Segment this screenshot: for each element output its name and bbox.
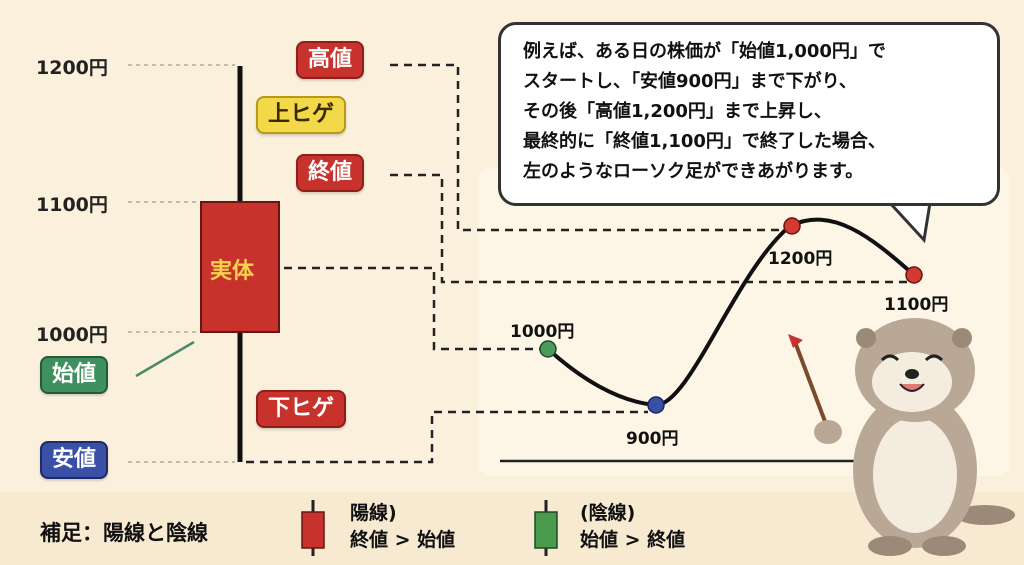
- point-label-high: 1200円: [768, 249, 833, 269]
- candle-body: [200, 201, 280, 333]
- point-low: [647, 396, 665, 414]
- bubble-line: スタートし、「安値900円」まで下がり、: [523, 71, 857, 92]
- otter-tail: [955, 505, 1015, 525]
- bubble-line: その後「高値1,200円」まで上昇し、: [523, 101, 832, 122]
- upper-wick-tag: 上ヒゲ: [256, 96, 347, 134]
- otter-foot-left: [868, 536, 912, 556]
- point-label-open: 1000円: [510, 322, 575, 342]
- bearish-candle-body: [534, 511, 558, 549]
- explanation-bubble: 例えば、ある日の株価が「始値1,000円」で スタートし、「安値900円」まで下…: [498, 22, 1000, 206]
- pointer-tip: [788, 334, 803, 348]
- axis-label-1200: 1200円: [36, 57, 108, 79]
- supplement-title: 補足：陽線と陰線: [40, 521, 208, 545]
- point-label-low: 900円: [626, 429, 679, 449]
- bubble-line: 例えば、ある日の株価が「始値1,000円」で: [523, 41, 886, 62]
- price-path-line: [546, 217, 916, 408]
- otter-eye-right: [924, 354, 944, 362]
- otter-foot-right: [922, 536, 966, 556]
- bullish-candle-icon: [301, 500, 325, 556]
- body-label: 実体: [210, 259, 255, 284]
- otter-mouth: [899, 383, 925, 392]
- bubble-tail: [886, 201, 932, 244]
- connector-close: [390, 173, 908, 284]
- connector-high: [390, 63, 784, 232]
- otter-nose: [905, 369, 919, 379]
- otter-ear-right: [952, 328, 972, 348]
- bubble-line: 左のようなローソク足ができあがります。: [523, 161, 864, 182]
- axis-label-1000: 1000円: [36, 324, 108, 346]
- connector-body: [284, 266, 540, 351]
- bearish-label: (陰線) 始値 > 終値: [580, 500, 685, 554]
- otter-face: [872, 352, 952, 412]
- point-label-close: 1100円: [884, 295, 949, 315]
- bearish-name: (陰線): [580, 502, 636, 524]
- bubble-line: 最終的に「終値1,100円」で終了した場合、: [523, 131, 886, 152]
- bearish-rule: 始値 > 終値: [580, 529, 686, 551]
- open-tag: 始値: [40, 356, 109, 394]
- high-tag: 高値: [296, 41, 365, 79]
- open-leader-line: [135, 340, 195, 378]
- connector-low: [246, 410, 648, 464]
- otter-belly: [873, 417, 957, 533]
- supplement-panel: [0, 492, 1024, 565]
- bullish-candle-body: [301, 511, 325, 549]
- bullish-rule: 終値 > 始値: [350, 529, 456, 551]
- point-close: [905, 266, 923, 284]
- otter-ear-left: [856, 328, 876, 348]
- close-tag: 終値: [296, 154, 365, 192]
- otter-mascot-icon: [788, 318, 1015, 556]
- otter-paw-left: [814, 420, 842, 444]
- otter-eye-left: [880, 354, 900, 362]
- bearish-candle-icon: [534, 500, 558, 556]
- axis-label-1100: 1100円: [36, 194, 108, 216]
- bullish-label: 陽線) 終値 > 始値: [350, 500, 455, 554]
- lower-wick-tag: 下ヒゲ: [256, 390, 347, 428]
- bullish-name: 陽線): [350, 502, 397, 524]
- point-open: [539, 340, 557, 358]
- point-high: [783, 217, 801, 235]
- low-tag: 安値: [40, 441, 109, 479]
